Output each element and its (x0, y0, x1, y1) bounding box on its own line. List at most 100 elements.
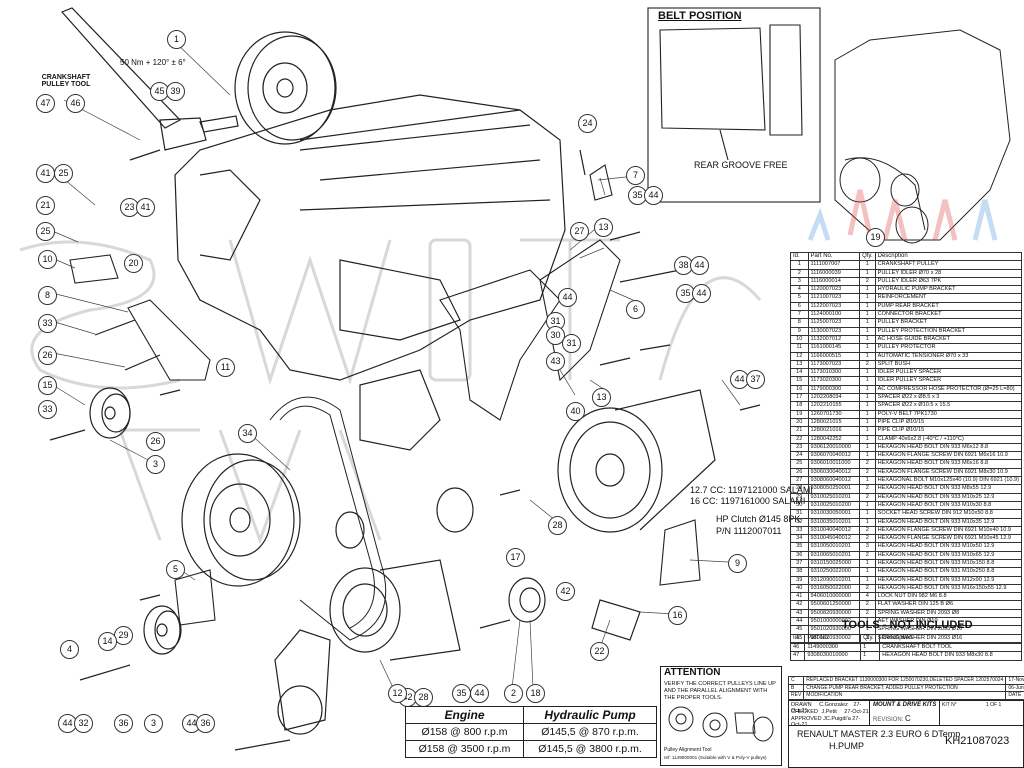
part-id: 18 (790, 401, 809, 411)
part-description: POLY-V BELT 7PK1730 (874, 409, 1023, 419)
part-qty: 1 (859, 426, 876, 436)
part-number: 9306010011000 (807, 459, 861, 469)
part-number: 1260701730 (807, 409, 861, 419)
part-number: 9310030050001 (807, 509, 861, 519)
pulley-tool-ref: ref: 1149000001 (Suitable with V & Poly-… (664, 755, 767, 760)
part-number: 9500820930000 (807, 608, 861, 619)
part-callout: 36 (196, 714, 215, 733)
revision-label: REVISION: (873, 717, 904, 723)
drawn-row: DRAWN C.Gonzalez 27-Oct-21 (791, 702, 869, 714)
tools-header-description: Description (879, 634, 1022, 644)
part-description: HEXAGON HEAD BOLT DIN 933 M10x30 8.8 (874, 500, 1023, 511)
title-divider (789, 725, 1023, 726)
part-id: 38 (790, 567, 809, 577)
part-id: 22 (790, 434, 809, 444)
speed-row: Ø158 @ 800 r.p.m Ø145,5 @ 870 r.p.m. (404, 723, 657, 741)
part-qty: 1 (859, 500, 876, 511)
part-callout: 44 (690, 256, 709, 275)
revision-letter: B (787, 683, 805, 693)
part-id: 40 (790, 583, 809, 594)
part-qty: 2 (859, 459, 876, 469)
part-qty: 1 (859, 517, 876, 527)
part-number: 9306120010000 (807, 442, 861, 453)
part-callout: 2 (504, 684, 523, 703)
part-number: 1116000014 (807, 276, 861, 287)
part-number: 9306070040012 (807, 451, 861, 461)
part-description: HEXAGON HEAD BOLT DIN 933 M8x55 12.9 (874, 484, 1023, 494)
part-qty: 2 (859, 608, 876, 619)
part-number: 9312090010201 (807, 575, 861, 585)
part-description: HEXAGON FLANGE SCREW DIN 6921 M10x45 12.… (874, 534, 1023, 544)
part-id: 39 (790, 575, 809, 585)
engine-overview-inset (834, 29, 1011, 244)
ac-compressor (329, 559, 461, 661)
part-callout: 18 (526, 684, 545, 703)
part-qty: 2 (859, 492, 876, 502)
part-callout: 9 (728, 554, 747, 573)
checked-date: 27-Oct-21 (844, 709, 869, 715)
part-number: 1173010300 (807, 368, 861, 378)
part-callout: 10 (38, 250, 57, 269)
part-callout: 25 (36, 222, 55, 241)
part-number: 1125007023 (807, 318, 861, 328)
part-id: 3 (790, 276, 809, 287)
part-id: 42 (790, 600, 809, 610)
part-description: AUTOMATIC TENSIONER Ø70 x 33 (874, 351, 1023, 361)
part-id: 32 (790, 517, 809, 527)
part-number: 1202208034 (807, 393, 861, 403)
brand-mark (807, 189, 998, 241)
part-id: 6 (790, 301, 809, 312)
part-id: 36 (790, 550, 809, 561)
part-number: 1122007023 (807, 301, 861, 312)
drawn-by: C.Gonzalez (819, 702, 848, 708)
part-id: 2 (790, 268, 809, 278)
part-description: PULLEY PROTECTION BRACKET (874, 326, 1023, 336)
part-id: 11 (790, 343, 809, 353)
title-block: DRAWN C.Gonzalez 27-Oct-21 CHECKED J.Pet… (788, 700, 1024, 768)
part-callout: 44 (470, 684, 489, 703)
kit-subtitle: H.PUMP (829, 741, 865, 751)
part-qty: 1 (859, 343, 876, 353)
part-id: 26 (790, 467, 809, 478)
part-callout: 11 (216, 358, 235, 377)
part-id: 7 (790, 310, 809, 320)
part-callout: 47 (36, 94, 55, 113)
part-id: 23 (790, 442, 809, 453)
part-callout: 44 (558, 288, 577, 307)
part-description: HEXAGON FLANGE SCREW DIN 6921 M10x40 10.… (874, 525, 1023, 536)
part-number: 1202210155 (807, 401, 861, 411)
part-callout: 41 (36, 164, 55, 183)
part-callout: 31 (562, 334, 581, 353)
part-id: 41 (790, 592, 809, 602)
part-callout: 1 (167, 30, 186, 49)
tool-description: CRANKSHAFT BOLT TOOL (879, 642, 1022, 653)
part-number: 9501000000002 (807, 617, 861, 627)
part-description: CRANKSHAFT PULLEY (874, 260, 1023, 270)
part-description: AC COMPRESSOR HOSE PROTECTOR (Ø=25 L=80) (874, 384, 1023, 395)
part-qty: 1 (859, 384, 876, 395)
tool-part-number: 1149000300 (804, 642, 862, 653)
part-id: 5 (790, 293, 809, 303)
part-number: 1132007012 (807, 334, 861, 345)
part-number: 9310040040012 (807, 525, 861, 536)
brackets (69, 164, 701, 626)
tool-description: HEXAGON HEAD BOLT DIN 933 M8x30 8.8 (879, 651, 1022, 661)
part-callout: 7 (626, 166, 645, 185)
part-qty: 1 (859, 310, 876, 320)
part-number: 1173007023 (807, 359, 861, 370)
part-qty: 1 (859, 567, 876, 577)
part-number: 9310050010201 (807, 542, 861, 552)
part-qty: 1 (859, 434, 876, 444)
category-label: MOUNT & DRIVE KITS (873, 702, 937, 708)
tools-header-qty: Qty. (860, 634, 881, 644)
part-callout: 27 (570, 222, 589, 241)
